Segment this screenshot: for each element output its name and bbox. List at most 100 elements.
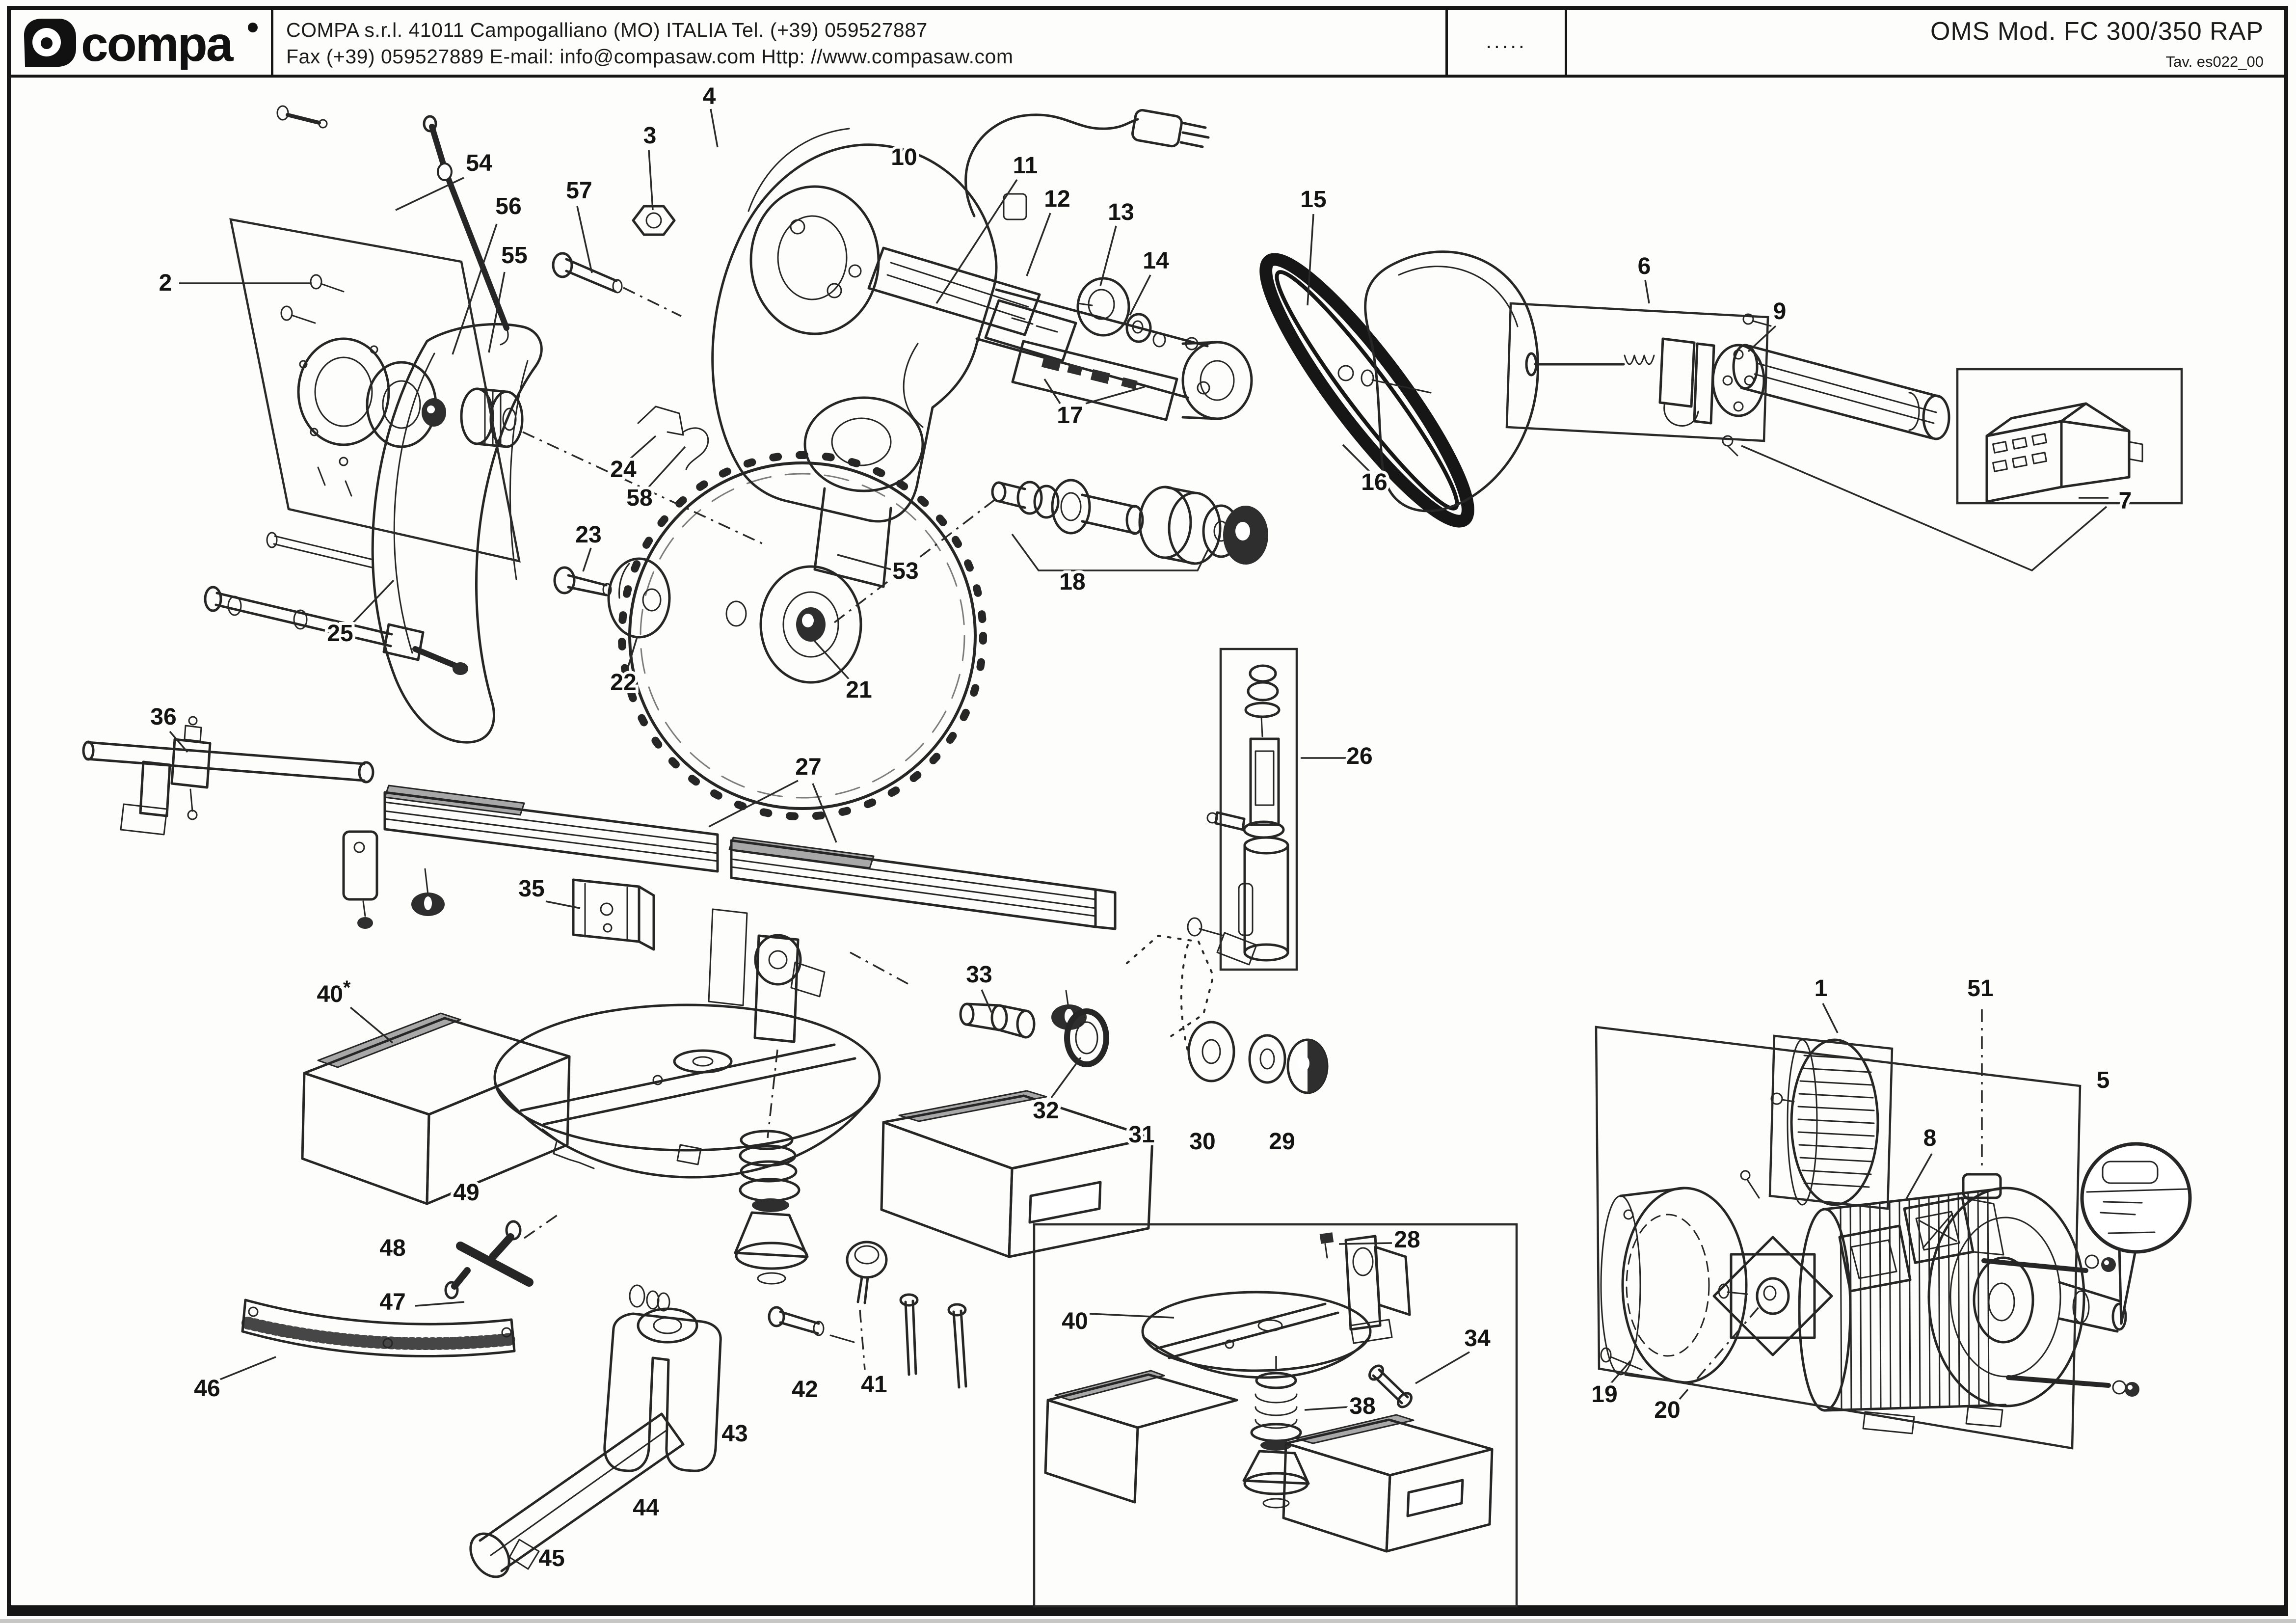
retaining-clips (637, 406, 709, 470)
leader-line-27 (169, 730, 188, 753)
leader-line-40 (1610, 1360, 1631, 1384)
motor-group (1600, 1038, 2192, 1434)
part-label-34: 34 (1464, 1325, 1491, 1352)
part-label-17: 17 (1057, 403, 1083, 429)
leader-line-23 (626, 637, 638, 670)
power-cord-plug (964, 109, 1210, 220)
leader-line-9 (1099, 225, 1117, 286)
logo-trademark-dot (248, 23, 258, 32)
crank-and-fasteners (276, 105, 676, 346)
part-label-18: 18 (1059, 569, 1085, 595)
pivot-shaft (1732, 344, 1950, 440)
part-label-10: 10 (891, 144, 917, 170)
leader-line-21 (646, 446, 686, 490)
part-label-40-star: 40* (317, 977, 351, 1007)
part-label-3: 3 (643, 123, 657, 149)
leader-line-37 (1415, 1351, 1470, 1384)
leader-line-36 (1089, 1313, 1175, 1319)
part-label-9: 9 (1773, 298, 1787, 325)
leader-line-24 (813, 639, 851, 681)
leader-line-6 (710, 108, 719, 148)
leader-line-11 (1307, 214, 1314, 306)
part-label-40: 40 (1062, 1308, 1088, 1334)
part-label-46: 46 (194, 1376, 220, 1402)
part-label-16: 16 (1361, 469, 1387, 495)
leader-line-12 (1644, 279, 1650, 304)
model-title-cell: OMS Mod. FC 300/350 RAP Tav. es022_00 (1567, 10, 2284, 75)
group-box-26 (1219, 648, 1298, 971)
axis-line-1 (1679, 1306, 1760, 1400)
lock-pin-and-washers (959, 935, 1329, 1094)
support-bracket (572, 878, 655, 951)
leader-line-43 (415, 1301, 465, 1307)
part-label-15: 15 (1300, 187, 1326, 213)
part-label-33: 33 (966, 962, 992, 988)
leader-line-8 (1026, 213, 1051, 276)
scan-edge (0, 1619, 2296, 1623)
part-label-55: 55 (501, 243, 527, 269)
part-label-26: 26 (1346, 743, 1372, 769)
part-label-35: 35 (518, 876, 544, 902)
part-label-24: 24 (610, 457, 637, 483)
terminal-connector (1985, 402, 2143, 503)
part-label-22: 22 (610, 670, 636, 696)
axis-line-4 (522, 431, 764, 545)
leader-lines (169, 108, 2109, 1411)
part-label-48: 48 (379, 1235, 405, 1261)
leader-line-41 (1905, 1153, 1933, 1199)
part-label-51: 51 (1967, 975, 1993, 1001)
part-label-58: 58 (626, 485, 652, 511)
title-block: compa COMPA s.r.l. 41011 Campogalliano (… (11, 10, 2284, 78)
part-label-30: 30 (1189, 1129, 1215, 1155)
axis-line-6 (850, 951, 908, 985)
group-box-motor (1595, 1026, 2082, 1450)
leader-line-42 (219, 1356, 276, 1380)
leader-line-33 (349, 1006, 394, 1044)
clamp-handle (444, 1220, 534, 1299)
leader-line-31 (545, 900, 581, 909)
leader-line-34 (1050, 1056, 1082, 1099)
base-wings (301, 1012, 1154, 1258)
leader-line-25 (837, 554, 892, 570)
company-contact-line: Fax (+39) 059527889 E-mail: info@compasa… (286, 45, 1014, 68)
turntable-assembly (493, 908, 881, 1285)
leader-line-26 (351, 579, 395, 624)
leader-line-5 (648, 150, 654, 211)
stop-rod (82, 716, 378, 929)
angle-scale (241, 1298, 517, 1358)
group-boxes (229, 218, 2183, 1608)
part-label-25: 25 (327, 621, 353, 647)
part-label-29: 29 (1269, 1129, 1295, 1155)
spindle-assembly (991, 479, 1268, 565)
part-label-31: 31 (1128, 1122, 1154, 1148)
axis-line-3 (623, 287, 682, 317)
leader-line-2 (452, 223, 498, 355)
logo-cell: compa (11, 10, 273, 75)
part-label-8: 8 (1923, 1125, 1937, 1151)
part-label-21: 21 (846, 677, 872, 703)
group-box-stator (1768, 1034, 1894, 1210)
inset-turnbase-detail (1044, 1232, 1494, 1553)
axis-line-5 (833, 497, 998, 623)
leader-line-3 (488, 271, 506, 353)
part-label-5: 5 (2097, 1067, 2110, 1093)
part-label-1: 1 (1815, 975, 1828, 1001)
leader-line-10 (1129, 274, 1151, 316)
axis-line-2 (859, 1309, 866, 1370)
part-label-49: 49 (453, 1180, 479, 1206)
logo-wordmark: compa (81, 17, 234, 70)
belt-cover (1337, 250, 1540, 513)
part-label-28: 28 (1394, 1227, 1420, 1253)
leader-line-14 (1342, 444, 1371, 473)
axis-line-7 (767, 1049, 778, 1138)
part-label-47: 47 (379, 1289, 405, 1315)
part-label-54: 54 (466, 150, 492, 176)
part-label-53: 53 (892, 558, 918, 584)
part-label-32: 32 (1033, 1098, 1059, 1124)
leader-line-32 (981, 989, 992, 1013)
switch-assembly (848, 246, 1166, 362)
part-label-36: 36 (150, 704, 176, 730)
part-label-43: 43 (721, 1421, 748, 1447)
leader-line-16 (1741, 445, 2108, 572)
leader-line-22 (582, 547, 592, 572)
